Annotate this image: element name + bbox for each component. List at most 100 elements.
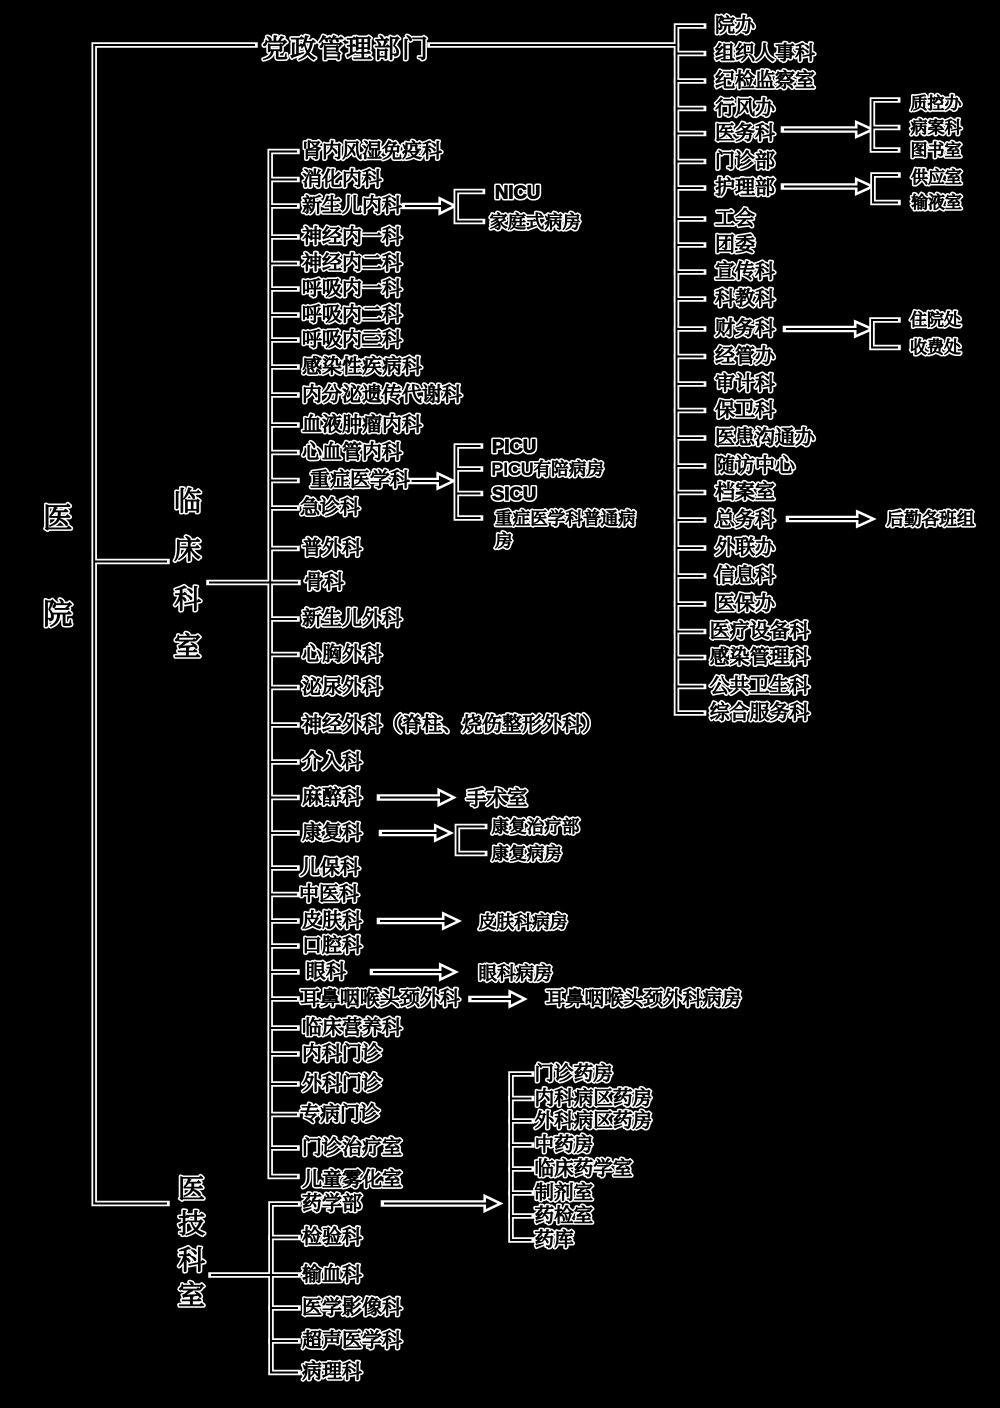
svg-text:神经外科（脊柱、烧伤整形外科）: 神经外科（脊柱、烧伤整形外科） (302, 714, 602, 736)
svg-text:医疗设备科: 医疗设备科 (710, 621, 810, 643)
svg-text:专病门诊: 专病门诊 (300, 1103, 380, 1126)
svg-text:供应室: 供应室 (911, 168, 962, 187)
svg-text:工会: 工会 (715, 208, 755, 230)
svg-text:门诊部: 门诊部 (715, 150, 775, 173)
svg-text:医: 医 (43, 502, 73, 535)
svg-text:组织人事科: 组织人事科 (715, 43, 815, 65)
svg-text:新生儿外科: 新生儿外科 (302, 608, 402, 630)
svg-text:床: 床 (174, 535, 201, 565)
svg-text:临: 临 (174, 487, 201, 517)
svg-text:室: 室 (178, 1281, 205, 1311)
svg-text:眼科: 眼科 (306, 961, 346, 983)
svg-text:儿保科: 儿保科 (300, 857, 360, 879)
svg-text:总务科: 总务科 (715, 509, 775, 531)
svg-text:PICU有陪病房: PICU有陪病房 (492, 459, 604, 479)
svg-text:宣传科: 宣传科 (715, 261, 775, 283)
svg-text:医保办: 医保办 (715, 593, 775, 615)
svg-text:输血科: 输血科 (302, 1264, 362, 1286)
svg-text:医保办: 医保办 (715, 593, 775, 615)
svg-text:技: 技 (178, 1209, 205, 1239)
svg-text:康复治疗部: 康复治疗部 (492, 817, 580, 837)
svg-text:党政管理部门: 党政管理部门 (262, 34, 430, 64)
svg-text:心血管内科: 心血管内科 (302, 442, 402, 464)
svg-text:中医科: 中医科 (299, 884, 359, 906)
svg-text:院: 院 (43, 598, 73, 631)
svg-text:PICU: PICU (492, 436, 536, 457)
svg-text:党政管理部门: 党政管理部门 (262, 34, 430, 64)
svg-text:药学部: 药学部 (302, 1193, 362, 1215)
svg-text:收费处: 收费处 (910, 338, 961, 357)
svg-text:室: 室 (174, 632, 201, 662)
svg-text:肾内风湿免疫科: 肾内风湿免疫科 (302, 141, 442, 163)
svg-text:内科门诊: 内科门诊 (302, 1042, 382, 1065)
svg-text:病理科: 病理科 (302, 1361, 362, 1383)
svg-text:纪检监察室: 纪检监察室 (715, 70, 815, 92)
svg-text:皮肤科病房: 皮肤科病房 (479, 912, 568, 932)
svg-text:重症医学科普通病: 重症医学科普通病 (495, 508, 636, 528)
svg-text:审计科: 审计科 (715, 373, 775, 395)
svg-text:新生儿内科: 新生儿内科 (302, 195, 402, 217)
svg-text:手术室: 手术室 (466, 787, 528, 810)
svg-text:医: 医 (43, 502, 73, 535)
svg-text:图书室: 图书室 (911, 141, 962, 160)
svg-text:超声医学科: 超声医学科 (302, 1330, 402, 1352)
svg-text:公共卫生科: 公共卫生科 (710, 676, 810, 698)
svg-text:科教科: 科教科 (715, 288, 775, 310)
svg-text:信息科: 信息科 (715, 565, 775, 587)
svg-text:护理部: 护理部 (715, 177, 775, 199)
svg-text:行风办: 行风办 (715, 98, 775, 120)
svg-text:泌尿外科: 泌尿外科 (302, 677, 382, 699)
svg-text:介入科: 介入科 (302, 751, 362, 773)
svg-text:院办: 院办 (715, 15, 755, 37)
svg-text:后勤各班组: 后勤各班组 (887, 509, 975, 529)
svg-text:神经内一科: 神经内一科 (302, 226, 402, 248)
svg-text:骨科: 骨科 (304, 572, 344, 594)
svg-text:麻醉科: 麻醉科 (302, 787, 362, 809)
svg-text:中医科: 中医科 (299, 884, 359, 906)
svg-text:麻醉科: 麻醉科 (302, 787, 362, 809)
svg-text:随访中心: 随访中心 (715, 455, 795, 477)
svg-text:临床营养科: 临床营养科 (302, 1017, 402, 1039)
svg-text:呼吸内二科: 呼吸内二科 (302, 304, 402, 326)
svg-text:呼吸内三科: 呼吸内三科 (302, 329, 402, 351)
svg-text:心血管内科: 心血管内科 (302, 442, 402, 464)
svg-text:输液室: 输液室 (911, 193, 962, 212)
svg-text:呼吸内二科: 呼吸内二科 (302, 304, 402, 326)
svg-text:肾内风湿免疫科: 肾内风湿免疫科 (302, 141, 442, 163)
svg-text:NICU: NICU (495, 182, 540, 203)
svg-text:财务科: 财务科 (715, 318, 775, 340)
svg-text:医: 医 (178, 1174, 205, 1204)
svg-text:室: 室 (174, 632, 201, 662)
svg-text:药检室: 药检室 (535, 1205, 594, 1227)
svg-text:儿童雾化室: 儿童雾化室 (302, 1168, 402, 1191)
svg-text:感染管理科: 感染管理科 (710, 647, 810, 669)
svg-text:中药房: 中药房 (535, 1134, 594, 1156)
svg-text:医学影像科: 医学影像科 (302, 1297, 402, 1319)
svg-text:急诊科: 急诊科 (300, 496, 360, 519)
svg-text:宣传科: 宣传科 (715, 261, 775, 283)
svg-text:呼吸内一科: 呼吸内一科 (302, 278, 402, 300)
svg-text:医: 医 (178, 1174, 205, 1204)
svg-text:质控办: 质控办 (911, 94, 962, 113)
svg-text:后勤各班组: 后勤各班组 (887, 509, 975, 529)
svg-text:门诊药房: 门诊药房 (535, 1063, 613, 1085)
svg-text:康复科: 康复科 (302, 821, 362, 844)
svg-text:技: 技 (178, 1209, 205, 1239)
svg-text:血液肿瘤内科: 血液肿瘤内科 (302, 414, 422, 436)
svg-text:感染性疾病科: 感染性疾病科 (302, 356, 422, 378)
svg-text:院: 院 (43, 598, 73, 631)
svg-text:图书室: 图书室 (911, 141, 962, 160)
svg-text:临床药学室: 临床药学室 (535, 1158, 633, 1180)
svg-text:康复科: 康复科 (302, 821, 362, 844)
svg-text:儿童雾化室: 儿童雾化室 (302, 1168, 402, 1191)
svg-text:档案室: 档案室 (715, 481, 775, 504)
svg-text:信息科: 信息科 (715, 565, 775, 587)
svg-text:口腔科: 口腔科 (302, 935, 362, 957)
svg-text:新生儿外科: 新生儿外科 (302, 608, 402, 630)
svg-text:质控办: 质控办 (911, 94, 962, 113)
svg-text:门诊治疗室: 门诊治疗室 (302, 1136, 402, 1159)
svg-text:家庭式病房: 家庭式病房 (490, 211, 581, 232)
svg-text:神经外科（脊柱、烧伤整形外科）: 神经外科（脊柱、烧伤整形外科） (302, 714, 602, 736)
svg-text:临床营养科: 临床营养科 (302, 1017, 402, 1039)
svg-text:经管办: 经管办 (715, 346, 775, 368)
